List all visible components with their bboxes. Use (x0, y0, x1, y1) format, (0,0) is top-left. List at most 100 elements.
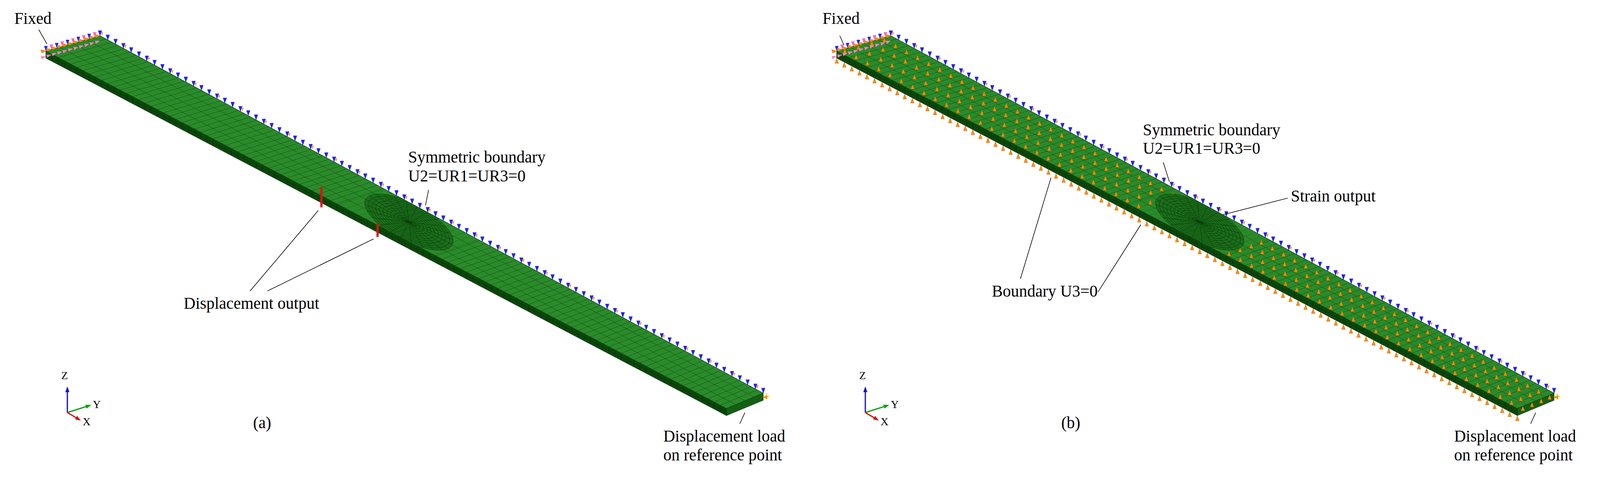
fixed-boundary-symbol (73, 40, 79, 44)
u3-boundary-symbol (1099, 197, 1104, 203)
fixed-boundary-symbol (97, 30, 102, 36)
u3-boundary-symbol (1235, 268, 1240, 274)
symmetric-boundary-symbol (928, 51, 932, 57)
symmetric-boundary-symbol (1068, 127, 1073, 133)
symmetric-boundary-symbol (1547, 385, 1550, 389)
fixed-boundary-symbol (46, 54, 52, 58)
u3-boundary-symbol (981, 100, 986, 106)
u3-boundary-symbol (1249, 253, 1254, 258)
u3-boundary-symbol (1334, 320, 1338, 326)
annotation-label: Fixed (822, 9, 860, 29)
u3-boundary-symbol (1047, 146, 1052, 151)
symmetric-boundary-symbol (1318, 261, 1323, 267)
symmetric-boundary-symbol (465, 228, 469, 234)
u3-boundary-symbol (834, 58, 839, 64)
symmetric-boundary-symbol (230, 102, 235, 108)
u3-boundary-symbol (1475, 382, 1480, 387)
symmetric-boundary-symbol (1505, 362, 1510, 368)
symmetric-boundary-symbol (217, 95, 221, 99)
symmetric-boundary-symbol (568, 284, 572, 289)
u3-boundary-symbol (842, 61, 847, 67)
u3-boundary-symbol (1305, 273, 1310, 278)
annotations (38, 29, 1536, 424)
leader-line (1020, 177, 1052, 279)
u3-boundary-symbol (1294, 286, 1299, 292)
u3-boundary-symbol (993, 97, 998, 102)
axis-triad (863, 386, 890, 421)
u3-boundary-symbol (1348, 287, 1353, 293)
symmetric-boundary-symbol (1138, 164, 1143, 170)
beam-side-face (836, 51, 1518, 416)
symmetric-boundary-symbol (254, 114, 258, 120)
u3-boundary-symbol (1281, 292, 1285, 298)
symmetric-boundary-symbol (745, 379, 750, 385)
fixed-boundary-symbol (885, 34, 891, 39)
u3-boundary-symbol (1048, 126, 1053, 132)
u3-boundary-symbol (1012, 138, 1017, 143)
fixed-boundary-symbol (853, 43, 859, 48)
symmetric-boundary-symbol (1130, 160, 1135, 166)
symmetric-boundary-symbol (100, 32, 104, 37)
u3-boundary-symbol (968, 104, 973, 109)
mesh-line (1147, 182, 1253, 261)
mesh-line (378, 194, 416, 222)
u3-boundary-symbol (1037, 130, 1042, 135)
symmetric-boundary-symbol (1125, 158, 1129, 163)
fixed-boundary-symbol (89, 35, 95, 40)
symmetric-boundary-symbol (985, 82, 988, 87)
u3-boundary-symbol (1260, 249, 1265, 255)
fixed-boundary-symbol (41, 49, 47, 54)
u3-boundary-symbol (1394, 351, 1399, 357)
annotation-label: Fixed (14, 9, 52, 29)
fixed-boundary-symbol (78, 38, 84, 43)
u3-boundary-symbol (1328, 304, 1333, 310)
symmetric-boundary-symbol (1419, 316, 1424, 322)
u3-boundary-symbol (1103, 185, 1107, 191)
symmetric-boundary-symbol (1372, 290, 1377, 296)
symmetric-boundary-symbol (722, 366, 727, 372)
symmetric-boundary-symbol (1177, 185, 1182, 191)
u3-boundary-symbol (1082, 144, 1086, 150)
mesh (836, 35, 1555, 409)
u3-boundary-symbol (1092, 192, 1096, 199)
u3-boundary-symbol (1361, 312, 1366, 318)
mesh-line (365, 189, 453, 255)
leader-line (425, 189, 429, 206)
u3-boundary-symbol (1059, 132, 1064, 138)
symmetric-boundary-symbol (441, 215, 446, 221)
symmetric-boundary-symbol (1325, 265, 1330, 271)
mesh-line (370, 192, 448, 252)
fixed-boundary-symbol (864, 46, 870, 50)
u3-boundary-symbol (1076, 185, 1081, 191)
mesh-line (420, 232, 465, 248)
u3-boundary-symbol (1270, 245, 1275, 251)
symmetric-boundary-symbol (1359, 284, 1363, 289)
mesh-line (397, 200, 418, 222)
symmetric-boundary-symbol (504, 249, 508, 255)
u3-boundary-symbol (1518, 396, 1523, 401)
mesh-line (1136, 192, 1183, 209)
symmetric-boundary-symbol (1289, 246, 1293, 251)
mesh-line (86, 39, 755, 397)
symmetric-boundary-symbol (223, 97, 227, 103)
u3-boundary-symbol (1035, 149, 1040, 155)
refined-mesh-zone (1129, 182, 1269, 261)
u3-boundary-symbol (1137, 174, 1142, 180)
fixed-boundary-symbol (874, 43, 880, 47)
symmetric-boundary-symbol (1031, 107, 1035, 112)
u3-boundary-symbol (1424, 367, 1429, 373)
axis-label: X (82, 415, 91, 428)
u3-boundary-symbol (1213, 256, 1217, 262)
mesh-line (1188, 200, 1209, 222)
symmetric-boundary-symbol (652, 329, 656, 335)
u3-boundary-symbol (978, 133, 983, 139)
u3-boundary-symbol (978, 120, 983, 125)
u3-boundary-symbol (1197, 248, 1202, 254)
mesh-line (1430, 347, 1470, 363)
mesh-line (1142, 196, 1190, 212)
symmetric-boundary-symbol (1172, 183, 1176, 188)
u3-boundary-symbol (1370, 299, 1375, 304)
symmetric-boundary-symbol (339, 160, 344, 166)
mesh-line (364, 200, 409, 227)
mesh-line (1169, 194, 1207, 222)
